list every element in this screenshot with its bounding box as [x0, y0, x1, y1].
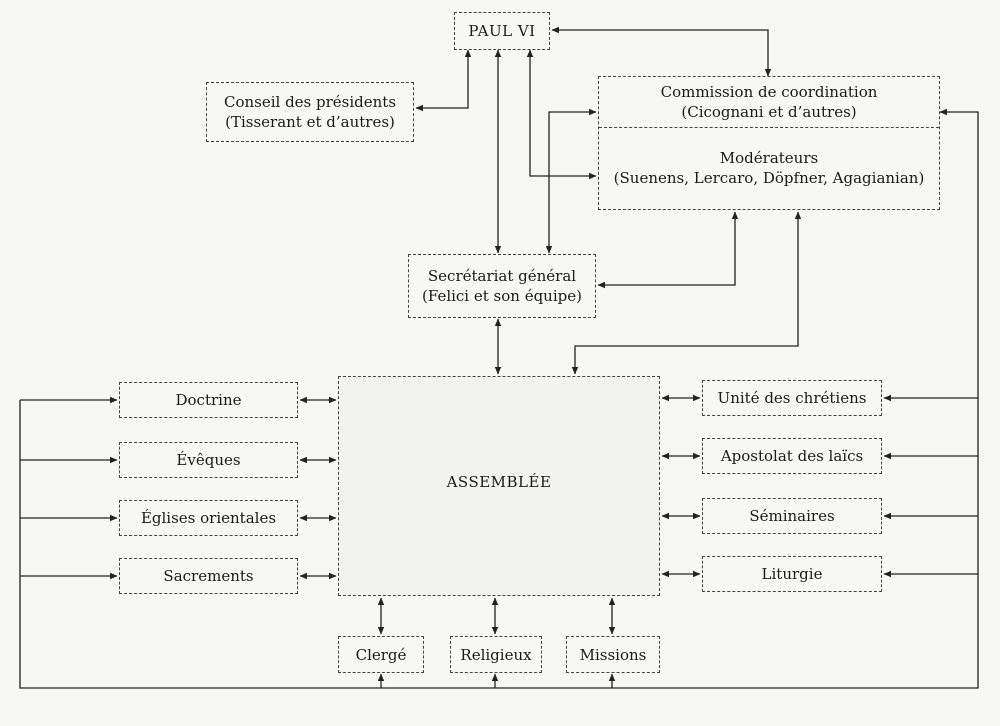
coordination-line1: Commission de coordination: [660, 83, 878, 101]
node-clerge: Clergé: [338, 636, 424, 673]
link-secretariat-moderators: [597, 211, 739, 289]
moderators-line1: Modérateurs: [719, 149, 819, 167]
node-religieux: Religieux: [450, 636, 542, 673]
link-secretariat-coordination: [545, 108, 597, 254]
node-eveques: Évêques: [119, 442, 298, 478]
node-unite-chretiens: Unité des chrétiens: [702, 380, 882, 416]
sacrements-label: Sacrements: [163, 567, 254, 585]
eveques-label: Évêques: [176, 451, 241, 469]
coordination-section: Commission de coordination (Cicognani et…: [661, 77, 878, 127]
section-divider: [599, 127, 939, 128]
assembly-label: ASSEMBLÉE: [446, 473, 552, 491]
node-presidents-council: Conseil des présidents (Tisserant et d’a…: [206, 82, 414, 142]
presidents-line2: (Tisserant et d’autres): [225, 113, 395, 131]
node-apostolat-laics: Apostolat des laïcs: [702, 438, 882, 474]
node-liturgie: Liturgie: [702, 556, 882, 592]
link-pope-coordination: [551, 26, 772, 77]
node-seminaires: Séminaires: [702, 498, 882, 534]
pope-label: PAUL VI: [468, 22, 536, 40]
missions-label: Missions: [579, 645, 647, 664]
node-secretariat: Secrétariat général (Felici et son équip…: [408, 254, 596, 318]
link-pope-presidents: [415, 49, 472, 112]
coordination-line2: (Cicognani et d’autres): [681, 103, 857, 121]
religieux-label: Religieux: [460, 645, 532, 664]
doctrine-label: Doctrine: [175, 391, 242, 409]
node-assembly: ASSEMBLÉE: [338, 376, 660, 596]
moderators-section: Modérateurs (Suenens, Lercaro, Döpfner, …: [614, 127, 925, 209]
node-sacrements: Sacrements: [119, 558, 298, 594]
node-missions: Missions: [566, 636, 660, 673]
node-doctrine: Doctrine: [119, 382, 298, 418]
node-coordination-moderators: Commission de coordination (Cicognani et…: [598, 76, 940, 210]
node-eglises-orientales: Églises orientales: [119, 500, 298, 536]
node-pope: PAUL VI: [454, 12, 550, 50]
liturgie-label: Liturgie: [761, 565, 823, 583]
outer-loop-line: [19, 108, 979, 689]
presidents-line1: Conseil des présidents: [223, 93, 397, 111]
secretariat-line2: (Felici et son équipe): [422, 287, 582, 305]
link-moderators-assembly: [571, 211, 802, 375]
clerge-label: Clergé: [355, 645, 407, 664]
seminaires-label: Séminaires: [749, 507, 835, 525]
secretariat-line1: Secrétariat général: [427, 267, 577, 285]
moderators-line2: (Suenens, Lercaro, Döpfner, Agagianian): [613, 169, 925, 187]
eglises-orientales-label: Églises orientales: [140, 509, 277, 527]
apostolat-laics-label: Apostolat des laïcs: [720, 447, 864, 465]
link-pope-moderators: [526, 49, 597, 180]
unite-chretiens-label: Unité des chrétiens: [717, 389, 867, 407]
